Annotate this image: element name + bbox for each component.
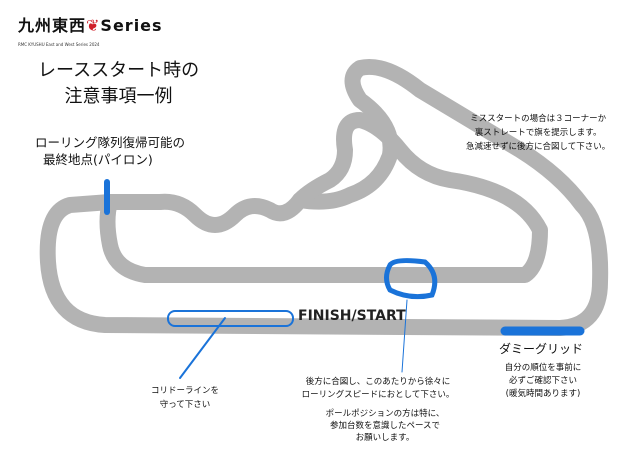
- label-line: ローリング隊列復帰可能の: [35, 135, 186, 150]
- outer-track: [39, 59, 609, 336]
- dummy-grid-note: 自分の順位を事前に 必ずご確認下さい (暖気時間あります): [498, 362, 588, 401]
- label-line: (暖気時間あります): [505, 389, 581, 399]
- inner-track: [99, 112, 548, 283]
- corridor-pointer: [179, 317, 226, 379]
- logo-title-jp: 九州東西: [18, 16, 87, 35]
- label-line: 裏ストレートで旗を提示します。: [474, 128, 602, 138]
- signal-circle: [384, 258, 438, 300]
- heading-line: レーススタート時の: [38, 60, 200, 81]
- logo-title-en: Series: [100, 16, 163, 35]
- label-line: 自分の順位を事前に: [504, 363, 582, 373]
- signal-pointer: [401, 299, 408, 373]
- pole-label: ポールポジションの方は特に、 参加台数を意識したペースで お願いします。: [315, 408, 455, 444]
- series-logo: 九州東西❦Series RMC KYUSHU East and West Ser…: [18, 16, 193, 52]
- logo-subtitle: RMC KYUSHU East and West Series 2024: [18, 42, 100, 47]
- rolling-label: ローリング隊列復帰可能の 最終地点(パイロン): [35, 134, 185, 168]
- label-line: 参加台数を意識したペースで: [329, 421, 441, 431]
- label-line: ローリングスピードにおとして下さい。: [301, 390, 455, 400]
- dummy-grid-title: ダミーグリッド: [499, 342, 584, 356]
- corridor-box: [167, 310, 294, 327]
- label-line: ミススタートの場合は３コーナーか: [470, 114, 607, 124]
- label-line: コリドーラインを: [150, 386, 219, 396]
- label-line: 守って下さい: [159, 400, 211, 410]
- label-line: 急減速せずに後方に合図して下さい。: [466, 142, 611, 152]
- label-line: お願いします。: [355, 433, 415, 443]
- label-line: 必ずご確認下さい: [508, 376, 577, 386]
- label-line: 最終地点(パイロン): [43, 152, 153, 167]
- logo-emblem-icon: ❦: [86, 16, 101, 35]
- label-line: 後方に合図し、このあたりから徐々に: [305, 377, 451, 387]
- misstart-label: ミススタートの場合は３コーナーか 裏ストレートで旗を提示します。 急減速せずに後…: [466, 112, 610, 154]
- signal-label: 後方に合図し、このあたりから徐々に ローリングスピードにおとして下さい。: [298, 376, 458, 402]
- heading-line: 注意事項一例: [64, 86, 173, 107]
- corridor-label: コリドーラインを 守って下さい: [140, 384, 230, 412]
- finish-start-label: FINISH/START: [298, 308, 406, 324]
- label-line: ポールポジションの方は特に、: [325, 409, 445, 419]
- page-heading: レーススタート時の 注意事項一例: [38, 58, 199, 110]
